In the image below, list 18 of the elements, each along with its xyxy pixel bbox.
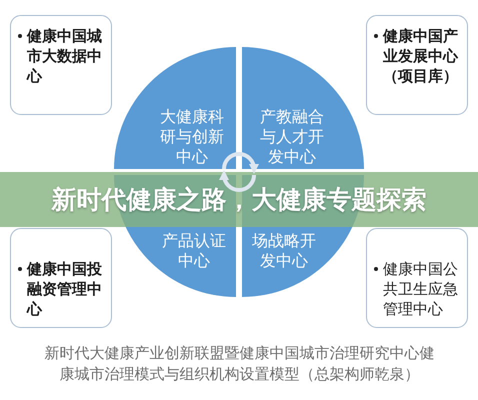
quadrant-segment [242,47,364,169]
segment-label: 产教融合与人才开发中心 [259,107,325,167]
quadrant-segment [114,47,236,169]
curved-arrow [222,152,259,174]
info-card [366,228,468,328]
info-card [366,15,468,115]
segment-label: 产品认证中心 [161,231,227,271]
card-text: 健康中国公共卫生应急管理中心 [383,259,459,319]
card-text: 健康中国投融资管理中心 [27,259,103,319]
segment-label: 场战略开发中心 [251,231,317,271]
caption: 新时代大健康产业创新联盟暨健康中国城市治理研究中心健康城市治理模式与组织机构设置模型（总架构师乾泉） [44,343,436,385]
title-banner: 新时代健康之路，大健康专题探索 [0,172,478,227]
segment-label: 大健康科研与创新中心 [159,107,225,167]
card-text: 健康中国产业发展中心（项目库） [383,26,459,86]
curved-arrow [219,170,256,192]
info-card [10,15,112,115]
info-card [10,228,112,328]
card-text: 健康中国城市大数据中心 [27,26,103,86]
